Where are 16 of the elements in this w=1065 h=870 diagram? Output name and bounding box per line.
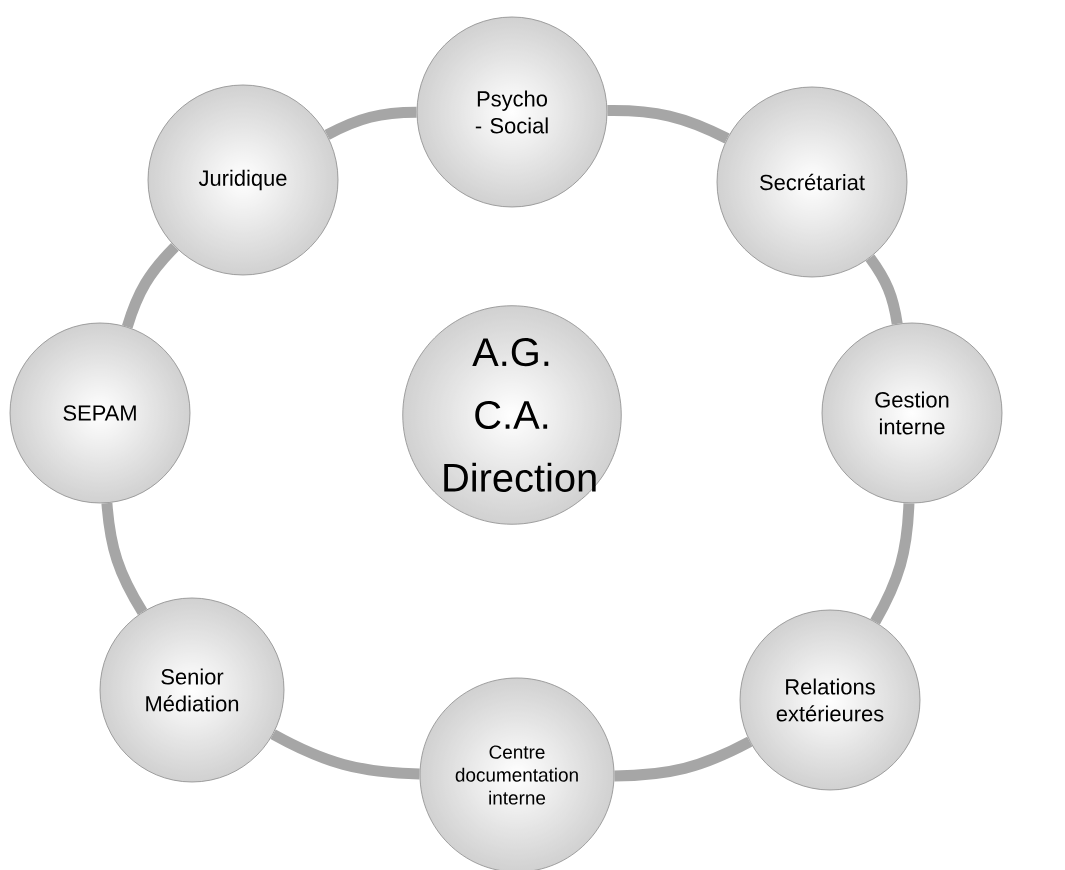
- ring-connector: [101, 502, 148, 615]
- circle-node: Senior Médiation: [99, 597, 285, 783]
- ring-connector: [270, 729, 420, 780]
- circle-node: Gestion interne: [821, 322, 1003, 504]
- circle-node: SEPAM: [9, 322, 191, 504]
- circle-node: Secrétariat: [716, 86, 908, 278]
- ring-connector: [324, 106, 417, 140]
- circle-node: Relations extérieures: [739, 609, 921, 791]
- ring-connector: [607, 105, 730, 144]
- ring-connector: [865, 254, 903, 325]
- ring-connector: [870, 503, 915, 625]
- circle-node: Juridique: [147, 84, 339, 276]
- circle-node: A.G. C.A. Direction: [402, 305, 622, 525]
- ring-connector: [122, 243, 179, 329]
- ring-connector: [614, 736, 753, 782]
- circle-node: Psycho - Social: [416, 16, 608, 208]
